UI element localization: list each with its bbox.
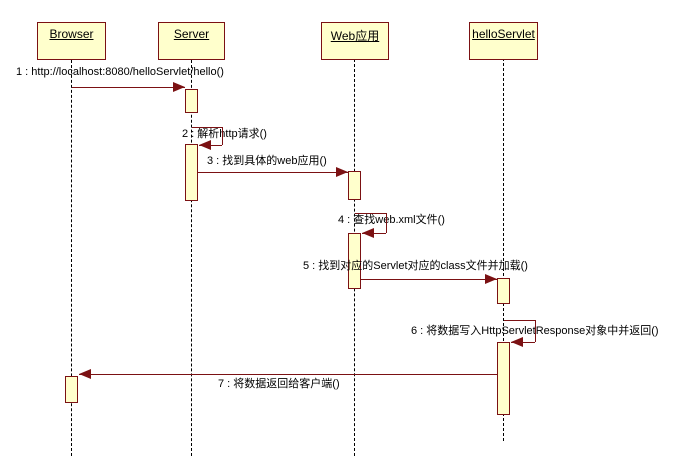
message-5-label: 5 : 找到对应的Servlet对应的class文件并加载() bbox=[303, 260, 528, 272]
message-2-line-top bbox=[192, 127, 222, 128]
actor-box-browser: Browser bbox=[37, 22, 106, 60]
lifeline-browser bbox=[71, 60, 72, 456]
message-6-arrowhead-icon bbox=[511, 337, 523, 347]
message-4-label: 4 : 查找web.xml文件() bbox=[338, 214, 445, 226]
activation-server-1 bbox=[185, 89, 198, 113]
message-6-label: 6 : 将数据写入HttpServletResponse对象中并返回() bbox=[411, 325, 659, 337]
message-5-arrowhead-icon bbox=[485, 274, 497, 284]
actor-label-server: Server bbox=[173, 27, 210, 41]
message-2-line-side bbox=[222, 127, 223, 145]
actor-box-helloservlet: helloServlet bbox=[469, 22, 538, 60]
activation-browser-1 bbox=[65, 376, 78, 403]
actor-label-helloservlet: helloServlet bbox=[472, 27, 535, 41]
message-7-arrowhead-icon bbox=[79, 369, 91, 379]
actor-label-webapp: Web应用 bbox=[330, 29, 380, 43]
message-3-line bbox=[198, 172, 348, 173]
message-4-arrowhead-icon bbox=[362, 228, 374, 238]
activation-webapp-1 bbox=[348, 171, 361, 200]
message-1-line bbox=[72, 87, 185, 88]
lifeline-helloservlet bbox=[503, 58, 504, 441]
message-6-line-top bbox=[504, 320, 535, 321]
message-5-line bbox=[361, 279, 497, 280]
activation-webapp-2 bbox=[348, 233, 361, 289]
actor-label-browser: Browser bbox=[49, 27, 94, 41]
actor-box-webapp: Web应用 bbox=[321, 22, 389, 60]
message-2-arrowhead-icon bbox=[199, 140, 211, 150]
message-3-label: 3 : 找到具体的web应用() bbox=[207, 155, 327, 167]
message-4-line-top bbox=[355, 213, 386, 214]
message-6-line-side bbox=[535, 320, 536, 342]
message-7-line bbox=[79, 374, 497, 375]
message-3-arrowhead-icon bbox=[336, 167, 348, 177]
message-1-arrowhead-icon bbox=[173, 82, 185, 92]
activation-helloservlet-2 bbox=[497, 342, 510, 415]
actor-box-server: Server bbox=[158, 22, 225, 60]
message-7-label: 7 : 将数据返回给客户端() bbox=[218, 378, 340, 390]
lifeline-server bbox=[191, 60, 192, 456]
message-4-line-return bbox=[362, 233, 386, 234]
activation-helloservlet-1 bbox=[497, 278, 510, 304]
message-2-label: 2 : 解析http请求() bbox=[182, 128, 267, 140]
activation-server-2 bbox=[185, 144, 198, 201]
message-6-line-return bbox=[511, 342, 535, 343]
message-4-line-side bbox=[386, 213, 387, 233]
message-1-label: 1 : http://localhost:8080/helloServlet/h… bbox=[16, 66, 224, 78]
